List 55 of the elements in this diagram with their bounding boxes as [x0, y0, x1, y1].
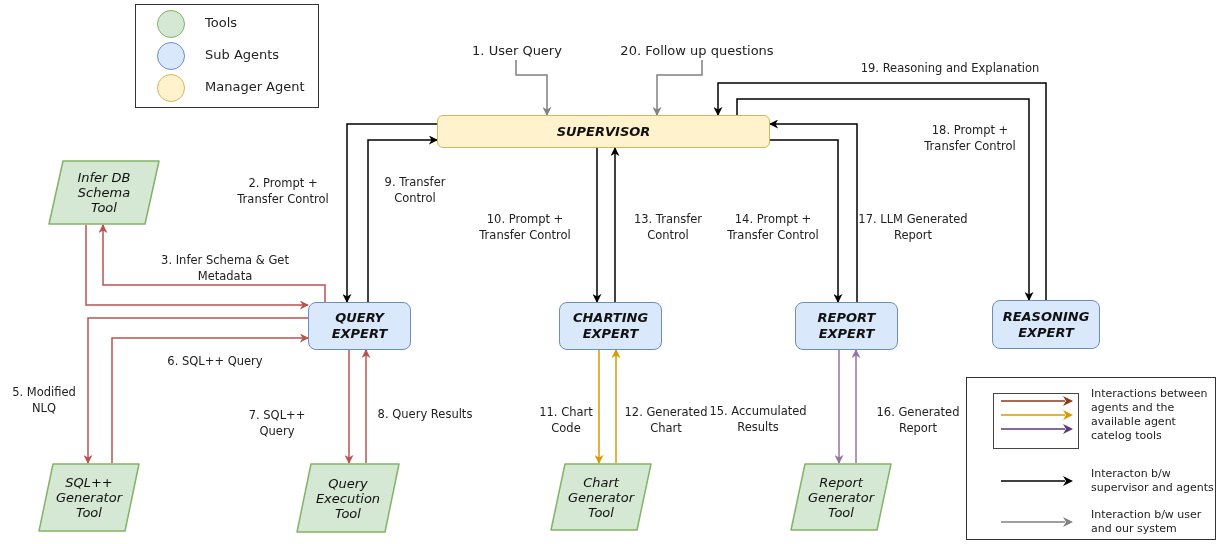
legend-text: Interacton b/w supervisor and agents	[1091, 467, 1215, 495]
arrow	[83, 317, 309, 464]
arrow	[652, 59, 703, 116]
arrow	[769, 119, 858, 303]
edge-label: 7. SQL++ Query	[247, 407, 307, 439]
arrow	[85, 224, 309, 310]
arrow	[611, 349, 621, 464]
arrow	[594, 349, 604, 464]
legend-text: Manager Agent	[205, 78, 305, 96]
edge-label: 18. Prompt + Transfer Control	[923, 122, 1017, 154]
input-text: 1. User Query	[462, 40, 572, 60]
legend-text: Interaction b/w user and our system	[1091, 508, 1203, 536]
edge-label: 17. LLM Generated Report	[857, 211, 969, 243]
arrow	[344, 349, 354, 464]
arrow	[361, 349, 371, 464]
edge-label: 15. Accumulated Results	[708, 403, 808, 435]
input-text: 20. Follow up questions	[606, 40, 788, 60]
tool-parallelogram: Infer DB Schema Tool	[48, 160, 160, 225]
edge-label: 8. Query Results	[376, 406, 474, 422]
edge-label: 11. Chart Code	[538, 404, 594, 436]
arrow	[111, 333, 309, 464]
edge-label: 14. Prompt + Transfer Control	[726, 211, 820, 243]
edge-label: 13. Transfer Control	[632, 211, 704, 243]
arrow	[98, 224, 326, 303]
arrow	[713, 82, 1047, 301]
edge-label: 9. Transfer Control	[383, 174, 447, 206]
edge-label: 16. Generated Report	[875, 404, 961, 436]
legend-text: Tools	[205, 14, 238, 32]
agent-box: REPORT EXPERT	[795, 302, 898, 350]
arrow	[834, 349, 844, 464]
edge-label: 2. Prompt + Transfer Control	[236, 175, 330, 207]
agent-box: CHARTING EXPERT	[559, 302, 662, 350]
tool-parallelogram: Chart Generator Tool	[550, 463, 652, 531]
agent-box: REASONING EXPERT	[992, 300, 1100, 349]
arrow	[769, 139, 843, 303]
edge-label: 10. Prompt + Transfer Control	[478, 211, 572, 243]
edge-label: 12. Generated Chart	[623, 404, 709, 436]
supervisor-box: SUPERVISOR	[437, 115, 770, 148]
arrow	[592, 147, 602, 303]
arrow	[610, 147, 620, 303]
legend-text: Sub Agents	[205, 46, 280, 64]
arrow	[367, 135, 438, 303]
tool-parallelogram: Query Execution Tool	[296, 463, 400, 533]
tool-parallelogram: Report Generator Tool	[790, 463, 892, 531]
tool-parallelogram: SQL++ Generator Tool	[38, 463, 140, 532]
edge-label: 3. Infer Schema & Get Metadata	[160, 252, 290, 284]
legend-text: Interactions between agents and the available agent catelog tools	[1091, 387, 1209, 443]
arrow	[342, 123, 438, 303]
edge-label: 6. SQL++ Query	[166, 353, 264, 369]
edge-label: 19. Reasoning and Explanation	[859, 60, 1041, 76]
edge-label: 5. Modified NLQ	[11, 384, 77, 416]
arrow	[851, 349, 861, 464]
agent-box: QUERY EXPERT	[308, 302, 411, 350]
arrow	[515, 59, 552, 116]
arrow	[736, 98, 1034, 301]
